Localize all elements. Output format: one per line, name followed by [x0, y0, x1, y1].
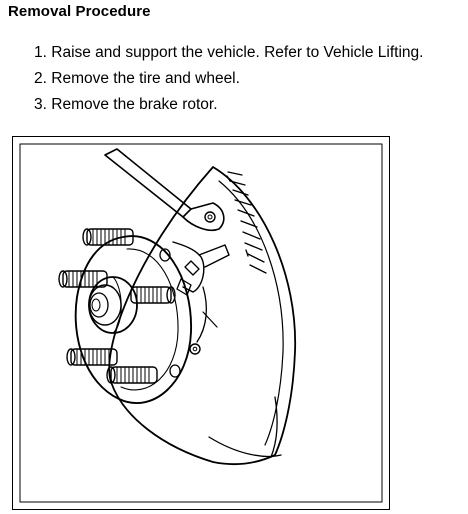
step-number: 1.	[34, 44, 47, 61]
step-text: Remove the brake rotor.	[51, 96, 218, 113]
splash-shield	[108, 166, 297, 466]
step-item: 2. Remove the tire and wheel.	[34, 66, 423, 92]
procedure-heading: Removal Procedure	[8, 3, 151, 20]
procedure-steps: 1. Raise and support the vehicle. Refer …	[34, 40, 423, 118]
step-text: Raise and support the vehicle. Refer to …	[51, 44, 424, 61]
hub-center	[88, 276, 138, 334]
step-number: 2.	[34, 70, 47, 87]
shield-vent-slots	[226, 171, 267, 274]
figure-frame	[12, 136, 390, 510]
wheel-studs	[58, 228, 176, 384]
hub-illustration	[19, 143, 383, 503]
step-number: 3.	[34, 96, 47, 113]
suspension-arm	[104, 148, 192, 218]
step-text: Remove the tire and wheel.	[51, 70, 240, 87]
step-item: 3. Remove the brake rotor.	[34, 92, 423, 118]
step-item: 1. Raise and support the vehicle. Refer …	[34, 40, 423, 66]
